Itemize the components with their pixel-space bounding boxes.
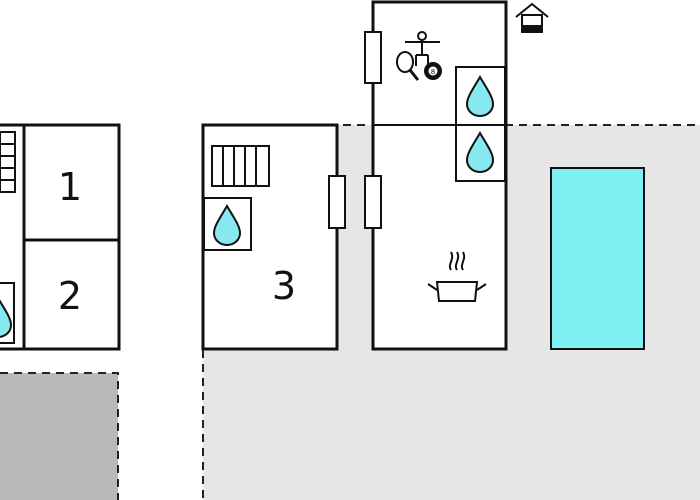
building-right: 8 — [364, 0, 508, 351]
building-middle: 3 — [201, 123, 346, 351]
house-entrance-icon — [515, 2, 549, 33]
water-drop-icon — [455, 66, 506, 126]
water-drop-icon — [455, 124, 506, 182]
door-icon — [328, 175, 346, 229]
table-tennis-icon — [396, 51, 420, 81]
cooking-pot-icon — [427, 251, 487, 302]
table-football-icon — [405, 31, 440, 66]
room-3-label: 3 — [272, 264, 296, 308]
pool — [550, 167, 645, 350]
water-drop-icon — [203, 197, 252, 251]
billiard-ball-number: 8 — [431, 68, 435, 76]
stairs-icon — [211, 145, 270, 187]
building-left: 1 2 — [0, 123, 121, 351]
room-2-label: 2 — [58, 274, 82, 318]
stairs-icon — [0, 131, 16, 193]
water-drop-icon — [0, 282, 15, 344]
door-icon — [364, 175, 382, 229]
room-1-label: 1 — [58, 165, 82, 209]
door-icon — [364, 31, 382, 84]
carport-area — [0, 372, 119, 500]
billiard-ball-icon: 8 — [424, 62, 442, 80]
